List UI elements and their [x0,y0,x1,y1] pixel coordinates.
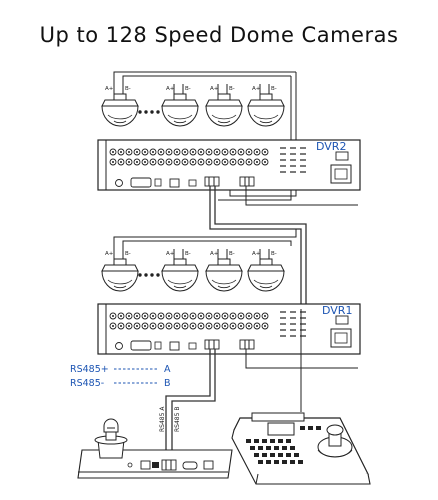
pin-a-label: A+ [105,251,114,257]
mapping-b-label: B [164,378,171,389]
speed-dome-camera-icon [161,249,199,292]
diagram-title: Up to 128 Speed Dome Cameras [40,23,399,47]
pin-a-label: A+ [210,86,219,92]
pin-a-label: A+ [210,251,219,257]
pin-b-label: B- [229,251,235,257]
pin-b-label: B- [271,86,277,92]
pin-a-label: A+ [105,86,114,92]
camera-bus-top [113,71,297,201]
pin-b-label: B- [185,86,191,92]
more-cameras-ellipsis [138,110,160,114]
pin-b-label: B- [271,251,277,257]
rs485-b-wire-label: RS485 B [174,407,181,432]
mapping-a-label: A [164,364,171,375]
pin-a-label: A+ [166,251,175,257]
speed-dome-camera-icon [101,249,139,292]
pin-b-label: B- [125,251,131,257]
joystick-icon [317,424,353,458]
pin-a-label: A+ [252,251,261,257]
pin-b-label: B- [185,251,191,257]
camera-bus-bottom [113,229,297,249]
pin-b-label: B- [229,86,235,92]
speed-dome-camera-icon [161,84,199,127]
rs485-mapping: RS485+ A RS485- B [70,364,171,389]
dvr-recorder-icon [97,139,361,191]
pin-a-label: A+ [166,86,175,92]
rs485-minus-label: RS485- [70,378,104,389]
speed-dome-camera-icon [205,249,243,292]
dvr2-label: DVR2 [316,140,346,153]
speed-dome-camera-icon [247,249,285,292]
keyboard-link-wires [165,309,358,462]
pin-a-label: A+ [252,86,261,92]
pin-b-label: B- [125,86,131,92]
camera-row-bottom: A+ B- A+ B- A+ B- A+ B- [101,249,285,292]
speed-dome-camera-icon [205,84,243,127]
speed-dome-camera-icon [101,84,139,127]
rs485-plus-label: RS485+ [70,364,109,375]
more-cameras-ellipsis [138,273,160,277]
rs485-a-wire-label: RS485 A [159,406,166,432]
dvr-recorder-icon [97,303,361,355]
camera-row-top: A+ B- A+ B- A+ B- A+ B- [101,84,285,127]
joystick-icon [94,418,128,459]
dvr1-label: DVR1 [322,304,352,317]
speed-dome-camera-icon [247,84,285,127]
dvr-link-wires [209,186,358,309]
